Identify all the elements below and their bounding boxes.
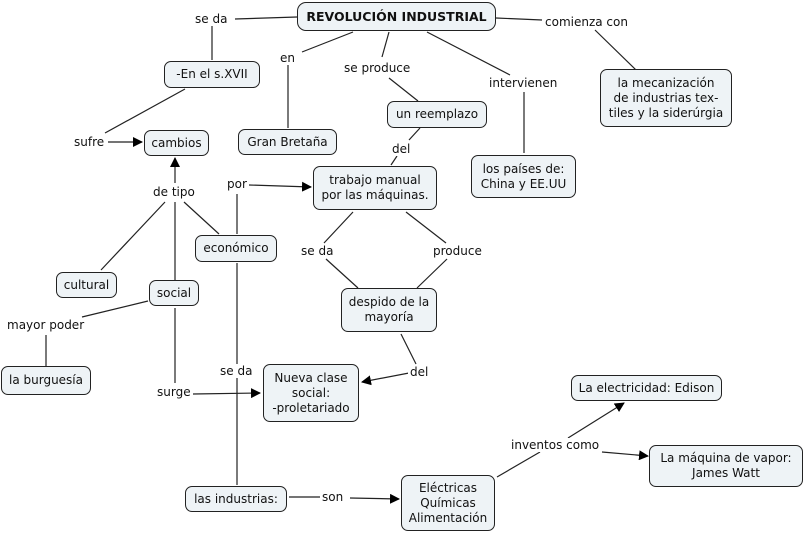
line <box>104 88 186 134</box>
link-label-surge: surge <box>155 385 193 399</box>
line <box>594 29 637 71</box>
line <box>408 127 421 141</box>
concept-cambios[interactable]: cambios <box>144 130 209 156</box>
concept-trabajo-manual[interactable]: trabajo manual por las máquinas. <box>313 166 437 210</box>
link-label-se-da: se da <box>299 244 336 258</box>
link-label-produce: produce <box>431 244 484 258</box>
line <box>183 201 220 235</box>
concept-economico[interactable]: económico <box>195 235 277 262</box>
concept-electricas[interactable]: Eléctricas Químicas Alimentación <box>401 475 495 531</box>
link-label-de-tipo: de tipo <box>151 185 197 199</box>
link-label-por: por <box>225 177 249 191</box>
line <box>381 31 390 58</box>
concept-despido[interactable]: despido de la mayoría <box>341 288 437 332</box>
line <box>361 372 410 386</box>
line <box>192 388 261 399</box>
line <box>81 300 149 318</box>
link-label-inventos-como: inventos como <box>509 438 602 452</box>
line <box>496 451 541 478</box>
line <box>388 77 419 102</box>
line <box>325 258 359 289</box>
link-label-son: son <box>320 490 346 504</box>
line <box>248 181 312 192</box>
line <box>323 211 354 244</box>
line <box>405 211 447 244</box>
link-label-comienza-con: comienza con <box>543 15 630 29</box>
line <box>495 17 543 21</box>
link-label-del: del <box>408 365 431 379</box>
link-label-mayor-poder: mayor poder <box>5 318 87 332</box>
concept-las-industrias[interactable]: las industrias: <box>185 486 287 512</box>
link-label-se-da: se da <box>218 364 255 378</box>
line <box>416 258 448 289</box>
line <box>601 450 649 461</box>
line <box>400 333 417 365</box>
concept-la-burguesia[interactable]: la burguesía <box>1 366 91 395</box>
link-label-en: en <box>278 51 297 65</box>
concept-revolucion-industrial[interactable]: REVOLUCIÓN INDUSTRIAL <box>297 2 496 31</box>
link-label-intervienen: intervienen <box>487 76 560 90</box>
line <box>234 16 298 20</box>
concept-nueva-clase-social[interactable]: Nueva clase social: -proletariado <box>263 364 359 422</box>
concept-mecanizacion[interactable]: la mecanización de industrias tex- tiles… <box>600 69 732 127</box>
concept-s-xvii[interactable]: -En el s.XVII <box>164 61 260 88</box>
concept-social[interactable]: social <box>149 280 199 306</box>
concept-gran-bretana[interactable]: Gran Bretaña <box>238 129 337 155</box>
line <box>100 201 166 271</box>
line <box>390 155 398 166</box>
concept-maquina-de-vapor[interactable]: La máquina de vapor: James Watt <box>649 445 803 487</box>
concept-cultural[interactable]: cultural <box>56 272 117 298</box>
line <box>567 402 625 439</box>
line <box>426 31 511 76</box>
concept-paises[interactable]: los países de: China y EE.UU <box>471 155 576 198</box>
link-label-sufre: sufre <box>72 135 107 149</box>
concept-un-reemplazo[interactable]: un reemplazo <box>387 101 487 128</box>
line <box>301 31 354 53</box>
link-label-se-produce: se produce <box>342 61 413 75</box>
link-label-se-da: se da <box>193 12 230 26</box>
concept-la-electricidad[interactable]: La electricidad: Edison <box>571 375 722 401</box>
line <box>349 493 400 504</box>
link-label-del: del <box>390 142 413 156</box>
